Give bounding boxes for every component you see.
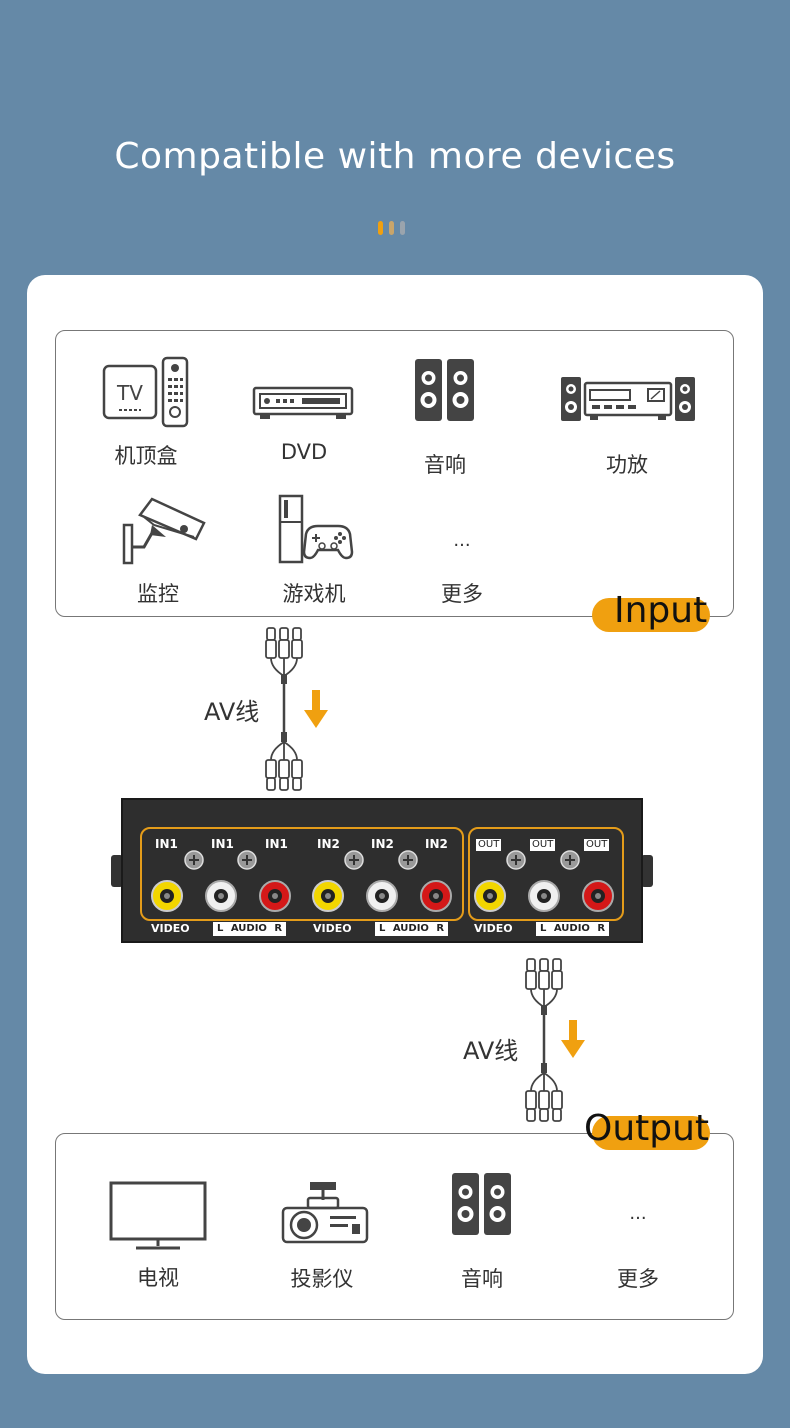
port-label-video-1: VIDEO <box>151 922 190 935</box>
title-decoration <box>378 221 405 235</box>
port-label-audio-1: L AUDIO R <box>213 922 287 936</box>
port-label-audio-2: L AUDIO R <box>375 922 449 936</box>
rca-jacks <box>151 880 614 912</box>
port-label-in2-video: IN2 <box>317 837 340 851</box>
port-label-video-2: VIDEO <box>313 922 352 935</box>
ellipsis-icon: ... <box>629 1203 647 1224</box>
page-title: Compatible with more devices <box>114 136 676 177</box>
device-label-amplifier: 功放 <box>606 453 648 477</box>
input-tag-pill <box>592 598 710 632</box>
port-label-in1-l: IN1 <box>211 837 234 851</box>
device-label-speaker: 音响 <box>424 453 466 477</box>
cable-out-label: AV线 <box>463 1037 519 1065</box>
port-label-audio-out: L AUDIO R <box>536 922 610 936</box>
game-console-icon <box>278 494 354 564</box>
port-label-out-l: OUT <box>530 839 556 851</box>
arrow-down-icon <box>561 1020 585 1058</box>
device-label-tv: 电视 <box>137 1266 179 1290</box>
output-tag: Output <box>584 1108 710 1149</box>
port-label-out-r: OUT <box>584 839 610 851</box>
screw-icon <box>184 850 580 870</box>
speaker-icon <box>415 359 474 421</box>
device-ports <box>151 850 614 912</box>
speaker-icon <box>452 1173 511 1235</box>
input-tag: Input <box>614 590 708 631</box>
av-cable-input <box>265 627 303 791</box>
port-label-in1-r: IN1 <box>265 837 288 851</box>
amplifier-icon <box>561 377 695 421</box>
port-label-in2-l: IN2 <box>371 837 394 851</box>
cctv-camera-icon <box>122 497 206 565</box>
device-label-set-top-box: 机顶盒 <box>114 444 178 468</box>
set-top-box-icon: TV <box>102 356 189 428</box>
output-tag-pill <box>592 1116 710 1150</box>
device-label-dvd: DVD <box>280 440 328 464</box>
device-label-projector: 投影仪 <box>290 1267 354 1291</box>
port-label-video-out: VIDEO <box>474 922 513 935</box>
input-device-panel <box>55 330 734 617</box>
tv-icon <box>109 1181 207 1250</box>
av-cable-output <box>525 958 563 1122</box>
input-port-group <box>140 827 464 921</box>
svg-text:TV: TV <box>116 381 143 405</box>
port-label-out-video: OUT <box>476 839 502 851</box>
port-label-in2-r: IN2 <box>425 837 448 851</box>
device-label-cctv: 监控 <box>137 582 179 606</box>
av-switch-device: IN1 IN1 IN1 IN2 IN2 IN2 OUT OUT OUT VIDE… <box>121 798 643 943</box>
device-ear-left <box>111 855 123 887</box>
cable-in-label: AV线 <box>204 698 260 726</box>
device-label-more-out: 更多 <box>617 1267 659 1291</box>
device-ear-right <box>641 855 653 887</box>
dvd-player-icon <box>252 386 354 419</box>
output-port-group <box>468 827 624 921</box>
ellipsis-icon: ... <box>453 530 471 551</box>
device-label-more: 更多 <box>441 582 483 606</box>
projector-icon <box>281 1182 369 1244</box>
output-device-panel <box>55 1133 734 1320</box>
device-label-game-console: 游戏机 <box>282 582 346 606</box>
port-label-in1-video: IN1 <box>155 837 178 851</box>
arrow-down-icon <box>304 690 328 728</box>
device-label-speaker-out: 音响 <box>461 1267 503 1291</box>
